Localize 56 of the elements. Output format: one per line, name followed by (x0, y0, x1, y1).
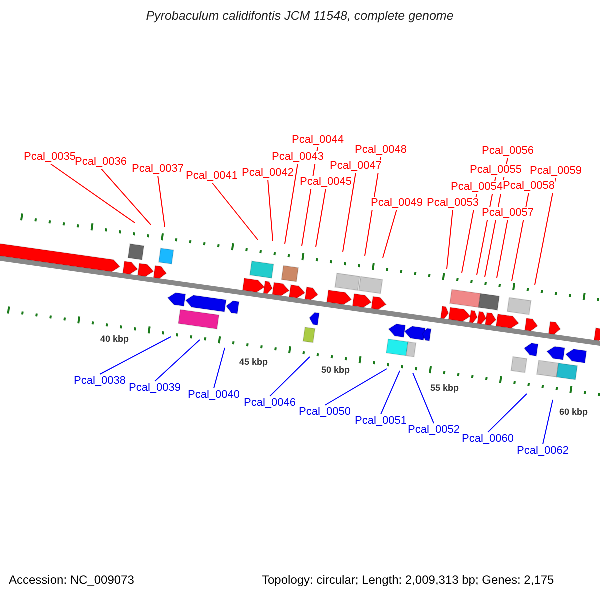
leader-line (212, 182, 258, 240)
gene-label: Pcal_0038 (74, 374, 126, 388)
leader-line (512, 192, 530, 282)
gene-label: Pcal_0046 (244, 396, 296, 410)
gene-label: Pcal_0058 (503, 180, 555, 192)
leader-line (50, 163, 136, 224)
gene-label: Pcal_0052 (408, 424, 460, 436)
gene-label: Pcal_0060 (462, 432, 514, 446)
gene-label: Pcal_0057 (482, 206, 534, 220)
leader-line (446, 209, 454, 270)
leader-line (284, 163, 298, 244)
gene-label: Pcal_0035 (24, 150, 76, 164)
gene-label: Pcal_0054 (451, 180, 503, 194)
gene-label: Pcal_0047 (330, 160, 382, 172)
gene-label: Pcal_0041 (186, 170, 238, 182)
leader-line (100, 168, 152, 226)
leader-line (158, 175, 166, 228)
scale-label: 60 kbp (560, 406, 588, 419)
leader-line (542, 400, 554, 445)
leader-line (154, 340, 200, 382)
accession-text: Accession: NC_009073 (9, 574, 134, 587)
leader-line (214, 348, 226, 389)
leader-line (382, 209, 398, 258)
gene-label: Pcal_0040 (188, 388, 240, 402)
leader-line (380, 370, 400, 415)
leader-line (412, 372, 434, 424)
gene-label: Pcal_0039 (129, 382, 181, 394)
gene-label: Pcal_0050 (299, 406, 351, 418)
leader-line (268, 179, 274, 242)
leader-line (534, 177, 556, 286)
leader-line (316, 188, 326, 248)
gene-label: Pcal_0043 (272, 150, 324, 164)
gene-label: Pcal_0059 (530, 164, 582, 178)
leader-line (488, 394, 528, 433)
gene-label: Pcal_0062 (517, 444, 569, 458)
gene-label: Pcal_0036 (75, 156, 127, 168)
scale-label: 40 kbp (100, 333, 130, 346)
genome-info-text: Topology: circular; Length: 2,009,313 bp; Genes: 2,175 (262, 574, 554, 587)
gene-label: Pcal_0045 (300, 176, 352, 188)
scale-label: 55 kbp (430, 382, 460, 395)
leader-line (100, 336, 172, 375)
gene-label: Pcal_0056 (482, 144, 534, 158)
gene-label: Pcal_0053 (427, 196, 479, 210)
leader-line (270, 356, 310, 397)
gene-label: Pcal_0044 (292, 134, 344, 146)
gene-label: Pcal_0042 (242, 166, 294, 180)
gene-label: Pcal_0055 (470, 164, 522, 176)
leader-line (342, 172, 356, 252)
leader-line (496, 219, 508, 278)
scale-label: 50 kbp (322, 364, 350, 377)
gene-label: Pcal_0049 (371, 196, 423, 210)
leader-line (324, 368, 388, 406)
gene-label: Pcal_0051 (355, 414, 407, 428)
gene-label: Pcal_0048 (355, 144, 407, 156)
gene-label: Pcal_0037 (132, 162, 184, 176)
scale-label: 45 kbp (240, 356, 268, 369)
